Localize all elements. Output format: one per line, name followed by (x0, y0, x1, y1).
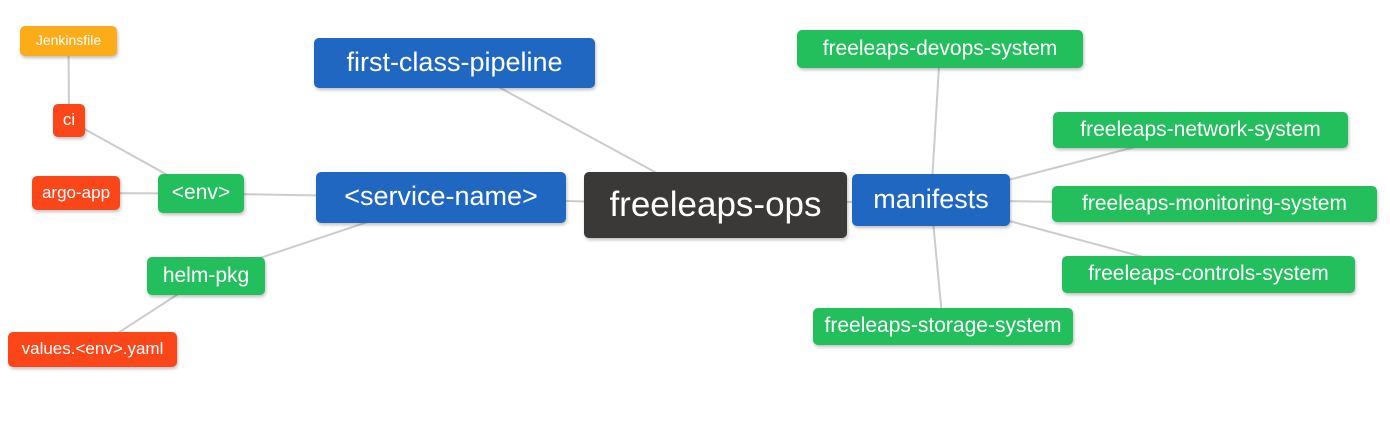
node-freeleaps-network-system[interactable]: freeleaps-network-system (1053, 112, 1348, 148)
node-label: freeleaps-monitoring-system (1082, 191, 1347, 215)
node-freeleaps-monitoring-system[interactable]: freeleaps-monitoring-system (1052, 186, 1377, 222)
node-argo-app[interactable]: argo-app (32, 176, 120, 210)
node-freeleaps-storage-system[interactable]: freeleaps-storage-system (813, 308, 1073, 345)
node-label: freeleaps-ops (609, 184, 822, 224)
node-env[interactable]: <env> (158, 174, 244, 213)
node-jenkinsfile[interactable]: Jenkinsfile (20, 26, 117, 56)
node-label: <service-name> (344, 181, 538, 211)
node-freeleaps-devops-system[interactable]: freeleaps-devops-system (797, 30, 1083, 68)
node-label: freeleaps-devops-system (822, 36, 1058, 60)
node-label: freeleaps-controls-system (1088, 262, 1329, 285)
node-label: helm-pkg (162, 263, 250, 287)
node-label: freeleaps-network-system (1080, 117, 1321, 141)
node-freeleaps-controls-system[interactable]: freeleaps-controls-system (1062, 256, 1355, 293)
node-label: freeleaps-storage-system (824, 314, 1062, 337)
node-helm-pkg[interactable]: helm-pkg (147, 257, 265, 295)
node-ci[interactable]: ci (53, 104, 85, 137)
node-label: values.<env>.yaml (21, 339, 164, 358)
node-service-name[interactable]: <service-name> (316, 172, 566, 223)
node-label: manifests (873, 183, 989, 214)
node-values-env-yaml[interactable]: values.<env>.yaml (8, 332, 177, 367)
node-freeleaps-ops[interactable]: freeleaps-ops (584, 172, 847, 238)
node-first-class-pipeline[interactable]: first-class-pipeline (314, 38, 595, 88)
node-label: ci (62, 110, 76, 129)
node-manifests[interactable]: manifests (852, 174, 1010, 226)
node-label: argo-app (41, 182, 111, 202)
node-label: first-class-pipeline (346, 46, 563, 77)
node-label: <env> (171, 181, 231, 204)
node-label: Jenkinsfile (35, 32, 102, 48)
